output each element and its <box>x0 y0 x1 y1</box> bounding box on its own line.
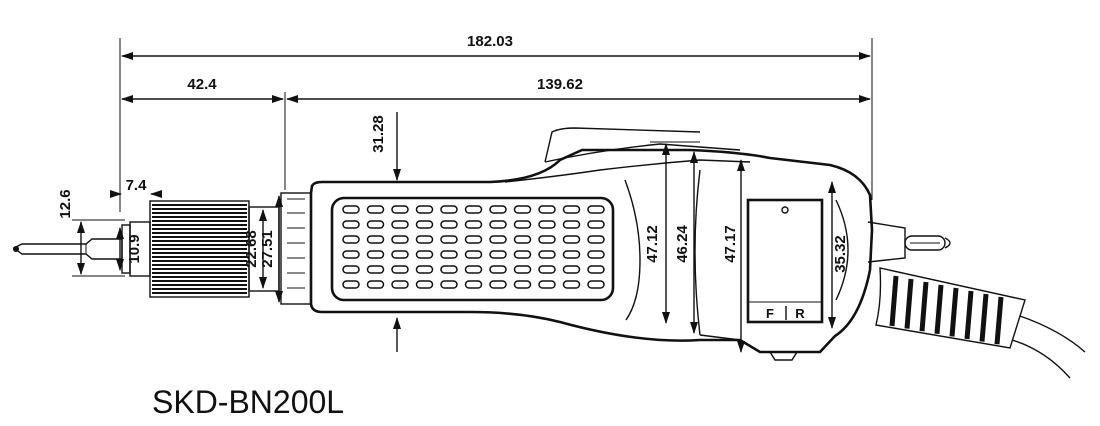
switch-label-r: R <box>795 306 805 321</box>
model-name: SKD-BN200L <box>152 384 344 420</box>
dimension-lines-top <box>119 38 873 212</box>
dim-height-2: 46.24 <box>674 225 691 263</box>
dim-tail-height: 35.32 <box>832 235 849 273</box>
power-cable <box>1011 315 1086 379</box>
knurled-sleeve <box>149 200 250 298</box>
dim-overall-length: 182.03 <box>467 33 513 50</box>
dim-bit-length: 7.4 <box>126 177 148 194</box>
vent-grille <box>330 196 615 302</box>
dim-bit-dia: 10.9 <box>126 234 143 263</box>
dim-front-length: 42.4 <box>187 76 217 93</box>
tool-body <box>309 127 874 354</box>
cable-hanger <box>867 221 951 263</box>
dim-neck-dia: 27.51 <box>259 230 276 268</box>
dim-body-length: 139.62 <box>537 76 583 93</box>
dim-body-top-offset: 31.28 <box>370 115 387 153</box>
dimension-lines-left <box>72 190 283 303</box>
dim-height-1: 47.12 <box>644 225 661 263</box>
dim-bit-holder-dia: 12.6 <box>57 189 74 218</box>
bit <box>12 238 123 260</box>
dimension-lines-height <box>650 141 836 353</box>
cable-strain-relief <box>875 267 1026 349</box>
switch-label-f: F <box>766 306 774 321</box>
dim-height-3: 47.17 <box>722 225 739 263</box>
fr-switch-panel: F R <box>746 198 824 324</box>
trigger <box>769 351 798 361</box>
dim-nose-dia: 22.68 <box>243 230 260 268</box>
